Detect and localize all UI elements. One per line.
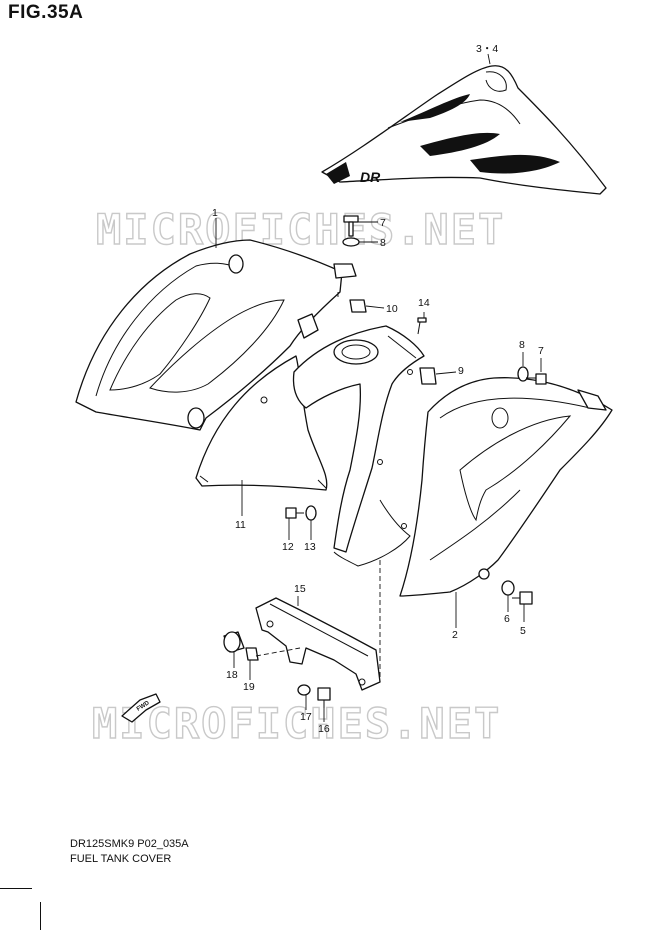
callout-7-right: 7 xyxy=(538,345,544,357)
forward-arrow-icon: FWD xyxy=(121,693,161,723)
margin-rule xyxy=(0,888,32,889)
callout-6: 6 xyxy=(504,613,510,625)
callout-15: 15 xyxy=(294,583,306,595)
callout-10: 10 xyxy=(386,303,398,315)
callout-12: 12 xyxy=(282,541,294,553)
right-cover-part-2 xyxy=(399,377,613,597)
callout-8-upper: 8 xyxy=(380,237,386,249)
model-code: DR125SMK9 P02_035A xyxy=(70,838,189,850)
callout-7-upper: 7 xyxy=(380,217,386,229)
decal-logo-text: DR xyxy=(360,169,381,185)
bracket-part-15 xyxy=(255,597,381,691)
decal-part-3-4: DR xyxy=(321,65,607,195)
fasteners xyxy=(223,215,547,708)
callout-3-4: 3・4 xyxy=(476,43,498,55)
center-shroud xyxy=(292,325,425,567)
leader-lines xyxy=(215,53,542,722)
figure-caption: FUEL TANK COVER xyxy=(70,853,172,865)
callout-1: 1 xyxy=(212,207,218,219)
callout-9: 9 xyxy=(458,365,464,377)
callout-8-right: 8 xyxy=(519,339,525,351)
callout-11: 11 xyxy=(235,519,246,531)
figure-title: FIG.35A xyxy=(8,2,84,23)
callout-19: 19 xyxy=(243,681,255,693)
callout-5: 5 xyxy=(520,625,526,637)
callout-13: 13 xyxy=(304,541,316,553)
callout-16: 16 xyxy=(318,723,330,735)
callout-17: 17 xyxy=(300,711,312,723)
callout-14: 14 xyxy=(418,297,430,309)
callout-2: 2 xyxy=(452,629,458,641)
callout-numbers: 3・4 1 7 8 10 14 9 8 7 11 12 13 2 6 5 15 … xyxy=(212,43,544,735)
margin-rule-vertical xyxy=(40,902,41,930)
callout-18: 18 xyxy=(226,669,238,681)
watermark-top: MICROFICHES.NET xyxy=(96,205,505,254)
outer-cover-part-1 xyxy=(75,239,343,431)
watermark-bottom: MICROFICHES.NET xyxy=(92,699,501,748)
